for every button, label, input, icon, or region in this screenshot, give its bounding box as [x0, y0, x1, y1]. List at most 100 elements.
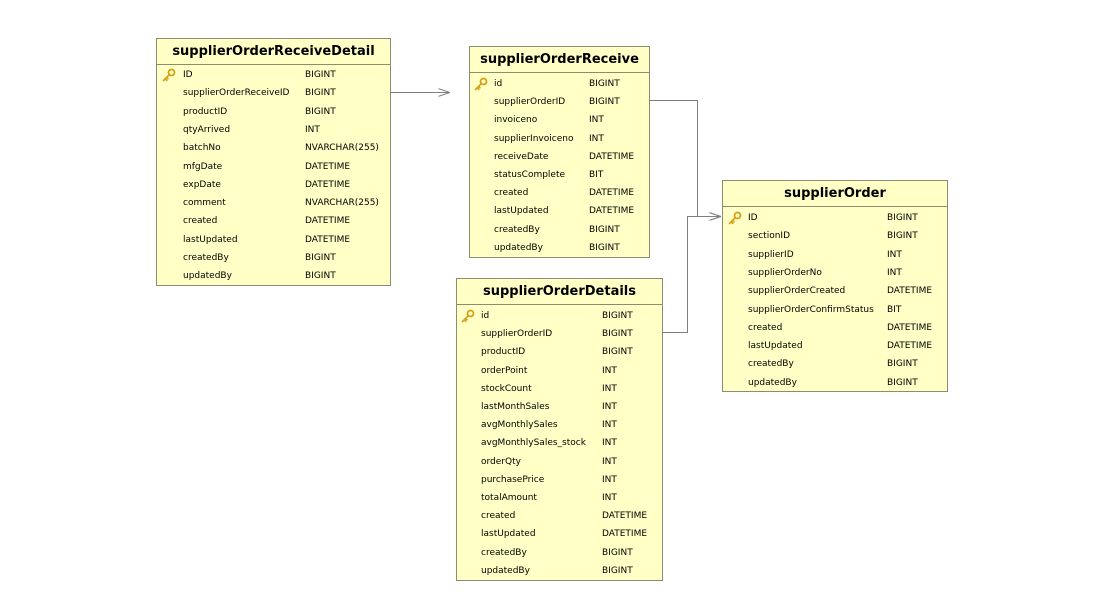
column-name: comment [183, 198, 226, 209]
column-type: INT [602, 474, 617, 485]
column-name: ID [183, 70, 193, 80]
column-type: INT [589, 133, 604, 144]
column-name: lastUpdated [183, 234, 238, 245]
column-name: sectionID [748, 231, 790, 242]
column-type: INT [305, 124, 320, 135]
column-name: updatedBy [748, 377, 797, 388]
relationship-details-to-order [662, 217, 720, 333]
entity-supplier-order[interactable]: supplierOrder ID BIGINT sectionID BIGINT sup… [722, 180, 948, 392]
relationship-receive-to-order [650, 100, 720, 217]
column-type: DATETIME [602, 511, 648, 522]
column-type: BIGINT [887, 231, 918, 242]
column-row: mfgDate DATETIME [183, 159, 350, 175]
column-type: BIT [887, 304, 902, 315]
key-icon [461, 308, 475, 323]
column-name: lastUpdated [748, 341, 803, 352]
column-type: BIGINT [887, 213, 918, 223]
column-type: DATETIME [589, 206, 635, 217]
column-name: createdBy [494, 224, 540, 235]
column-row: totalAmount INT [481, 490, 617, 506]
column-type: DATETIME [602, 529, 648, 540]
column-name: updatedBy [494, 242, 543, 253]
column-type: BIGINT [602, 311, 633, 321]
key-icon [728, 210, 742, 225]
column-name: supplierOrderReceiveID [183, 88, 290, 99]
column-name: supplierOrderConfirmStatus [748, 304, 874, 315]
column-name: ID [748, 213, 758, 223]
column-type: INT [887, 267, 902, 278]
column-name: lastMonthSales [481, 402, 550, 412]
column-type: DATETIME [589, 151, 635, 162]
column-type: INT [602, 438, 617, 449]
column-row: supplierOrderConfirmStatus BIT [748, 302, 901, 318]
column-type: BIGINT [305, 88, 336, 99]
entity-title: supplierOrderDetails [457, 279, 662, 305]
column-row: createdBy BIGINT [183, 250, 336, 266]
column-name: supplierID [748, 249, 794, 260]
column-name: productID [183, 106, 228, 117]
column-name: purchasePrice [481, 474, 545, 485]
column-name: createdBy [748, 359, 794, 370]
column-type: BIGINT [305, 70, 336, 80]
column-type: BIGINT [602, 347, 633, 358]
column-name: orderQty [481, 456, 521, 467]
column-row: lastMonthSales INT [481, 399, 617, 415]
column-type: INT [602, 493, 617, 503]
column-type: BIT [589, 170, 604, 180]
column-row: supplierOrderReceiveID BIGINT [183, 85, 336, 101]
column-type: DATETIME [305, 179, 351, 190]
column-name: created [481, 511, 516, 522]
column-row: receiveDate DATETIME [494, 149, 634, 165]
key-icon [162, 67, 176, 82]
column-type: BIGINT [589, 242, 620, 253]
column-type: BIGINT [305, 253, 336, 263]
column-name: supplierOrderID [481, 329, 553, 340]
column-name: createdBy [183, 253, 229, 263]
column-name: created [183, 216, 218, 227]
column-name: mfgDate [183, 161, 223, 172]
column-type: DATETIME [589, 188, 635, 199]
column-row: updatedBy BIGINT [494, 240, 620, 256]
column-type: BIGINT [589, 97, 620, 108]
entity-title: supplierOrderReceive [470, 47, 649, 73]
column-row: created DATETIME [481, 508, 647, 524]
entity-title: supplierOrder [723, 181, 947, 207]
column-type: INT [602, 402, 617, 412]
column-name: totalAmount [481, 493, 537, 503]
column-name: orderPoint [481, 365, 528, 376]
column-type: BIGINT [589, 224, 620, 235]
column-type: DATETIME [305, 161, 351, 172]
column-name: receiveDate [494, 151, 549, 162]
column-type: INT [602, 365, 617, 376]
column-name: batchNo [183, 143, 221, 154]
column-name: id [481, 311, 490, 321]
column-name: id [494, 79, 503, 89]
key-icon [474, 76, 488, 91]
